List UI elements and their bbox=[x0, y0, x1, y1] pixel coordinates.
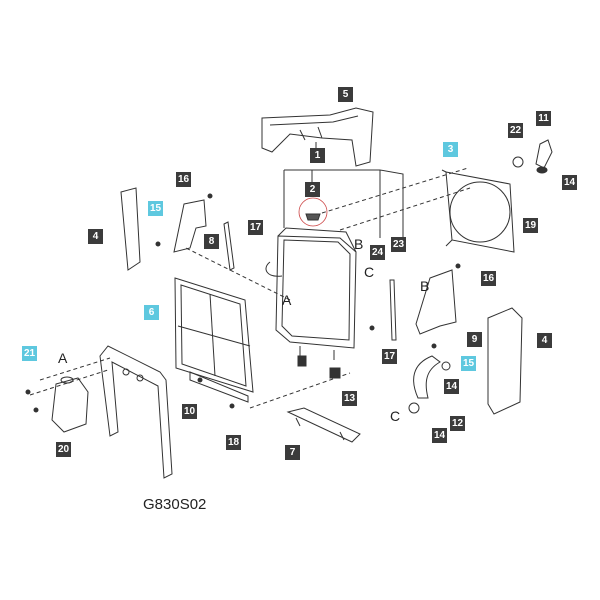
coolant-tank bbox=[51, 377, 89, 433]
callout-9[interactable]: 9 bbox=[467, 332, 482, 347]
callout-14-low[interactable]: 14 bbox=[432, 428, 447, 443]
letter-b-radiator: B bbox=[354, 236, 364, 252]
side-panel-right bbox=[487, 307, 523, 415]
callout-14-top[interactable]: 14 bbox=[562, 175, 577, 190]
callout-13[interactable]: 13 bbox=[342, 391, 357, 406]
letter-c-radiator: C bbox=[364, 264, 375, 280]
callout-14-mid[interactable]: 14 bbox=[444, 379, 459, 394]
side-panel-left bbox=[120, 187, 141, 271]
callout-18[interactable]: 18 bbox=[226, 435, 241, 450]
callout-15-left[interactable]: 15 bbox=[148, 201, 163, 216]
radiator-core bbox=[275, 235, 357, 349]
callout-24[interactable]: 24 bbox=[370, 245, 385, 260]
callout-5[interactable]: 5 bbox=[338, 87, 353, 102]
callout-20[interactable]: 20 bbox=[56, 442, 71, 457]
radiator-screen bbox=[174, 277, 254, 393]
callout-3[interactable]: 3 bbox=[443, 142, 458, 157]
callout-2[interactable]: 2 bbox=[305, 182, 320, 197]
mounting-frame bbox=[99, 345, 173, 479]
fan-shroud bbox=[445, 171, 515, 253]
callout-17-left[interactable]: 17 bbox=[248, 220, 263, 235]
callout-4-left[interactable]: 4 bbox=[88, 229, 103, 244]
callout-16-top[interactable]: 16 bbox=[176, 172, 191, 187]
callout-15-right[interactable]: 15 bbox=[461, 356, 476, 371]
callout-16-right[interactable]: 16 bbox=[481, 271, 496, 286]
callout-21[interactable]: 21 bbox=[22, 346, 37, 361]
letter-a-tank: A bbox=[58, 350, 68, 366]
callout-10[interactable]: 10 bbox=[182, 404, 197, 419]
callout-7[interactable]: 7 bbox=[285, 445, 300, 460]
callout-12[interactable]: 12 bbox=[450, 416, 465, 431]
figure-code: G830S02 bbox=[143, 496, 207, 513]
letter-c-hose: C bbox=[390, 408, 401, 424]
callout-4-right[interactable]: 4 bbox=[537, 333, 552, 348]
upper-shroud bbox=[261, 107, 374, 167]
letter-a-radiator: A bbox=[282, 292, 292, 308]
callout-6[interactable]: 6 bbox=[144, 305, 159, 320]
letter-b-bracket: B bbox=[420, 278, 430, 294]
lower-bar bbox=[286, 407, 361, 443]
callout-11[interactable]: 11 bbox=[536, 111, 551, 126]
callout-23[interactable]: 23 bbox=[391, 237, 406, 252]
callout-1[interactable]: 1 bbox=[310, 148, 325, 163]
callout-22[interactable]: 22 bbox=[508, 123, 523, 138]
callout-19[interactable]: 19 bbox=[523, 218, 538, 233]
callout-8[interactable]: 8 bbox=[204, 234, 219, 249]
callout-17-right[interactable]: 17 bbox=[382, 349, 397, 364]
lower-hose bbox=[413, 355, 441, 399]
